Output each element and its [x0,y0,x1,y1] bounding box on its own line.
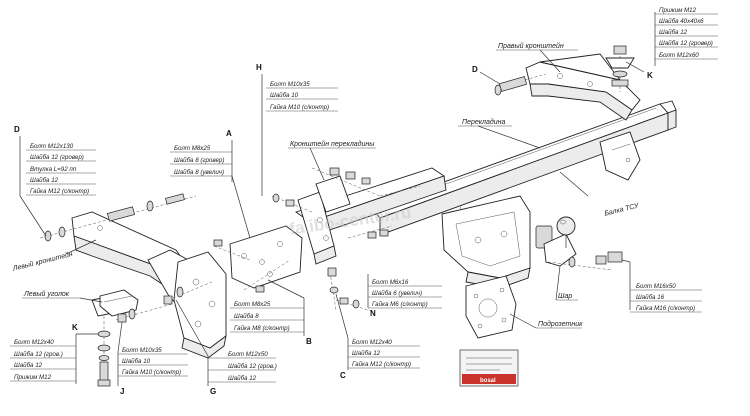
callout-a: A Болт M8х25 Шайба 8 (гровер) Шайба 8 (у… [170,129,251,239]
callout-line: Гайка M10 (с/контр) [270,104,329,111]
callout-letter: C [340,371,346,380]
plate-brand: bosal [480,378,496,384]
callout-line: Болт M12х60 [659,52,699,59]
callout-letter: K [647,71,653,80]
callout-line: Гайка M12 (с/контр) [30,188,89,195]
callout-line: Прижим M12 [659,7,697,14]
callout-letter: B [306,337,312,346]
callout-c: C Болт M12х40 Шайба 12 Гайка M12 (с/конт… [335,293,420,380]
callout-line: Болт M8х25 [174,145,211,152]
callout-line: Гайка M16 (с/контр) [636,305,695,312]
callout-line: Шайба 12 [30,177,59,184]
part-label: Кронштейн перекладины [290,140,375,148]
part-label: Перекладина [462,118,506,126]
mid-bolts [347,185,421,239]
callout-line: Шайба 40х40х6 [659,18,704,25]
callout-line: Болт M6х16 [372,279,409,286]
label-right-bracket: Правый кронштейн [496,42,578,73]
callout-d-left: D Болт M12х130 Шайба 12 (гровер) Втулка … [14,125,96,237]
name-plate: bosal [459,349,519,387]
callout-line: Шайба 16 [636,294,665,301]
callout-line: Гайка M10 (с/контр) [122,369,181,376]
callout-ball-fasteners: Болт M16х50 Шайба 16 Гайка M16 (с/контр) [621,259,702,313]
callout-line: Шайба 12 (гров.) [14,351,63,358]
tow-ball-icon [556,216,576,248]
left-corner [99,289,139,317]
callout-line: Шайба 6 (увелич) [372,290,422,297]
label-socket-plate: Подрозетник [509,313,583,329]
callout-line: Болт M10х35 [122,347,162,354]
callout-letter: K [72,323,78,332]
label-crossbar-bracket: Кронштейн перекладины [288,140,376,181]
callout-line: Болт M10х35 [270,81,310,88]
socket-plate [465,275,517,339]
label-left-corner: Левый уголок [22,290,103,303]
callout-line: Прижим M12 [14,374,52,381]
callout-line: Шайба 8 (увелич) [174,169,224,176]
n-fasteners [335,297,375,313]
callout-line: Болт M12х40 [352,339,392,346]
callout-letter: N [370,309,376,318]
callout-letter: D [472,65,478,74]
label-crossbar: Перекладина [458,118,541,149]
g-fasteners [163,281,213,305]
callout-k-bottom: K Болт M12х40 Шайба 12 (гров.) Шайба 12 … [10,323,98,384]
callout-line: Гайка M12 (с/контр) [352,361,411,368]
callout-g: G Болт M12х50 Шайба 12 (гров.) Шайба 12 [175,299,277,396]
callout-line: Шайба 8 [234,313,259,320]
part-label: Правый кронштейн [498,42,564,50]
mid-plate [213,225,303,293]
part-label: Левый кронштейн [11,250,74,273]
right-bracket [525,53,641,121]
part-label: Подрозетник [538,320,583,328]
h-fasteners [271,193,313,213]
callout-letter: A [226,129,232,138]
callout-letter: J [120,387,124,396]
c-fasteners [327,267,339,311]
callout-j: J Болт M10х35 Шайба 10 Гайка M10 (с/конт… [117,321,188,396]
callout-line: Болт M8х25 [234,301,271,308]
callout-line: Болт M16х50 [636,283,676,290]
crossbar-bracket [311,167,381,213]
callout-line: Шайба 12 (гров.) [228,363,277,370]
callout-k-top: K Прижим M12 Шайба 40х40х6 Шайба 12 Шайб… [625,7,718,80]
callout-line: Болт M12х50 [228,351,268,358]
callout-lines: Прижим M12 Шайба 40х40х6 Шайба 12 Шайба … [655,7,718,60]
callout-line: Шайба 12 [14,362,43,369]
callout-d-right: D [472,65,501,85]
part-label: Левый уголок [23,290,70,298]
callout-line: Шайба 12 [228,375,257,382]
left-long-bolt [39,193,197,242]
callout-n: N Болт M6х16 Шайба 6 (увелич) Гайка M6 (… [367,274,442,318]
callout-line: Шайба 12 [659,29,688,36]
callout-line: Шайба 12 (гровер) [30,154,84,161]
callout-letter: G [210,387,216,396]
right-flange [599,131,641,181]
callout-h: H Болт M10х35 Шайба 10 Гайка M10 (с/конт… [256,63,338,196]
left-mount-plate [173,251,227,359]
ball-mount [441,195,577,289]
callout-line: Втулка L=92 пп [30,166,77,173]
part-label: Шар [558,293,572,300]
callout-letter: D [14,125,20,134]
callout-line: Болт M12х40 [14,339,54,346]
callout-line: Шайба 10 [270,92,299,99]
callout-b: B Болт M8х25 Шайба 8 Гайка M8 (с/контр) [230,279,312,346]
callout-letter: H [256,63,262,72]
callout-line: Шайба 8 (гровер) [174,157,224,164]
callout-line: Шайба 10 [122,358,151,365]
right-long-bolt [494,73,547,96]
callout-line: Шайба 12 [352,350,381,357]
label-ball: Шар [555,265,578,301]
callout-line: Гайка M8 (с/контр) [234,325,290,332]
callout-line: Гайка M6 (с/контр) [372,301,428,308]
k-top-fasteners [605,45,635,92]
callout-line: Болт M12х130 [30,143,74,150]
part-label: Балка ТСУ [604,202,641,218]
ball-fasteners [547,251,623,271]
callout-line: Шайба 12 (гровер) [659,40,713,47]
